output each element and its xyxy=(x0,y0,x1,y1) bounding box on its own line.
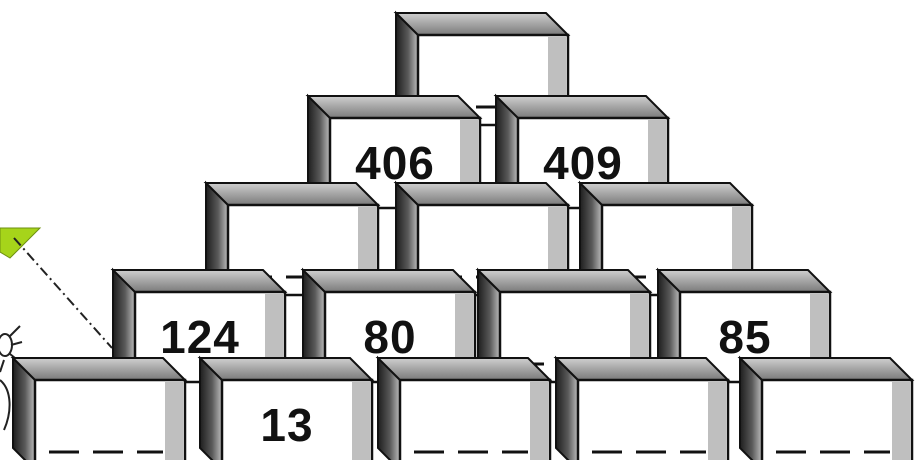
brick-top xyxy=(496,96,668,118)
brick-top xyxy=(113,270,285,292)
brick-edge-shade xyxy=(708,382,726,460)
brick-top xyxy=(556,358,728,380)
brick-edge-shade xyxy=(165,382,183,460)
brick-face xyxy=(762,380,912,460)
brick-face xyxy=(35,380,185,460)
brick-top xyxy=(303,270,475,292)
brick-number: 80 xyxy=(363,311,416,363)
brick-edge-shade xyxy=(352,382,370,460)
brick-top xyxy=(200,358,372,380)
brick-number: 13 xyxy=(260,399,313,451)
brick-face xyxy=(578,380,728,460)
brick-number: 124 xyxy=(160,311,240,363)
brick-number: 409 xyxy=(543,137,623,189)
leaf-icon xyxy=(0,228,40,258)
brick-5-3 xyxy=(378,358,550,460)
brick-top xyxy=(478,270,650,292)
brick-top xyxy=(206,183,378,205)
brick-face xyxy=(400,380,550,460)
brick-number: 85 xyxy=(718,311,771,363)
brick-top xyxy=(378,358,550,380)
brick-top xyxy=(396,13,568,35)
brick-top xyxy=(658,270,830,292)
brick-5-2: 13 xyxy=(200,358,372,460)
brick-edge-shade xyxy=(530,382,548,460)
brick-top xyxy=(580,183,752,205)
brick-5-1 xyxy=(13,358,185,460)
brick-top xyxy=(308,96,480,118)
brick-top xyxy=(740,358,912,380)
brick-edge-shade xyxy=(892,382,910,460)
spider-thread xyxy=(14,238,112,348)
brick-5-5 xyxy=(740,358,912,460)
brick-top xyxy=(396,183,568,205)
brick-5-4 xyxy=(556,358,728,460)
brick-top xyxy=(13,358,185,380)
